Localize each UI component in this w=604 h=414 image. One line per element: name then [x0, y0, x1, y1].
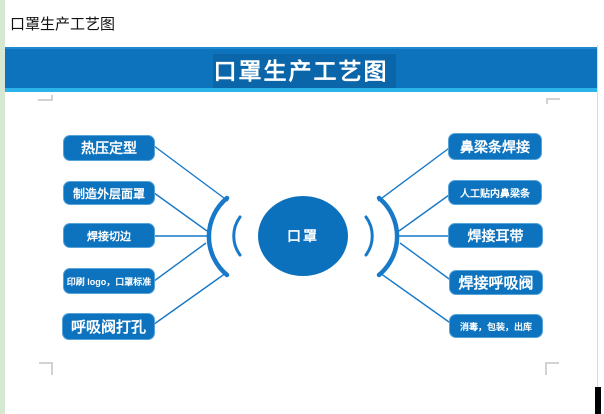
corner-mark-bottom-right: [545, 362, 559, 364]
corner-mark-top-right-tick: [546, 98, 548, 104]
process-step-heat-press[interactable]: 热压定型: [63, 135, 155, 161]
connector-right-2: [398, 189, 457, 232]
process-step-sterilize-pack-ship[interactable]: 消毒，包装，出库: [449, 314, 543, 338]
top-bar: 口罩生产工艺图: [5, 0, 597, 47]
connector-left-1: [149, 142, 229, 202]
corner-mark-top-left-tick: [51, 95, 53, 101]
left-inner-arc[interactable]: [232, 215, 242, 257]
document-tab-title: 口罩生产工艺图: [10, 16, 116, 33]
corner-mark-bottom-left: [39, 362, 53, 364]
process-step-print-logo[interactable]: 印刷 logo，口罩标准: [63, 268, 155, 294]
corner-mark-top-right: [546, 98, 560, 100]
banner-title-text: 口罩生产工艺图: [213, 58, 389, 84]
process-step-nose-bridge-weld[interactable]: 鼻梁条焊接: [448, 133, 542, 160]
right-outer-arc[interactable]: [376, 195, 400, 278]
corner-mark-bottom-left-tick: [51, 362, 53, 375]
connector-right-4: [399, 242, 457, 285]
process-step-inner-nose-bridge[interactable]: 人工贴内鼻梁条: [448, 180, 542, 205]
corner-mark-bottom-right-tick: [545, 362, 547, 375]
process-step-weld-trim[interactable]: 焊接切边: [63, 223, 155, 248]
right-inner-arc[interactable]: [364, 215, 374, 257]
connector-left-5: [149, 272, 227, 328]
connector-left-4: [149, 242, 207, 285]
left-margin-strip: [0, 0, 5, 414]
title-banner[interactable]: 口罩生产工艺图: [5, 47, 597, 92]
process-step-ear-strap-weld[interactable]: 焊接耳带: [448, 223, 543, 248]
center-mask-node[interactable]: 口罩: [258, 196, 348, 276]
process-step-valve-weld[interactable]: 焊接呼吸阀: [449, 270, 543, 295]
title-banner-inner-box: [213, 54, 396, 89]
connector-right-5: [379, 272, 457, 328]
corner-mark-top-left: [38, 99, 52, 101]
connector-left-2: [149, 189, 208, 232]
left-outer-arc[interactable]: [206, 195, 230, 278]
process-step-valve-punch[interactable]: 呼吸阀打孔: [62, 313, 155, 340]
banner-accent-strip: [5, 88, 597, 92]
scrollbar-corner-bar[interactable]: [595, 387, 601, 414]
process-step-outer-mask[interactable]: 制造外层面罩: [63, 181, 155, 205]
right-edge-divider: [597, 45, 598, 387]
connector-right-1: [377, 142, 457, 202]
